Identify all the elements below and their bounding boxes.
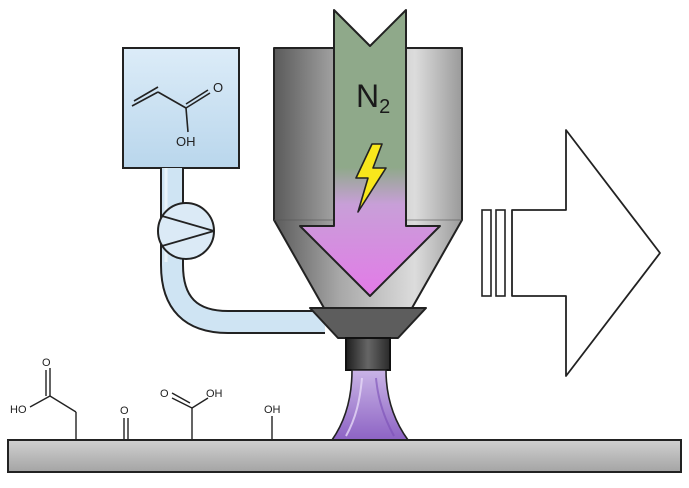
motion-stripes [481, 209, 506, 297]
surface-group-2 [123, 418, 129, 440]
surface-group-2-oxygen: O [120, 405, 129, 417]
svg-text:N2: N2 [356, 78, 390, 118]
monomer-reservoir: O OH [122, 47, 240, 169]
monomer-oxygen-label: O [213, 80, 223, 95]
pump-icon [157, 202, 215, 260]
plasma-jet [331, 369, 409, 441]
gas-label: N2 [356, 78, 390, 118]
surface-group-4-hydroxyl: OH [264, 404, 281, 416]
surface-group-1-hydroxyl: HO [10, 404, 27, 416]
substrate [7, 439, 682, 473]
surface-group-1 [29, 368, 77, 440]
right-arrow-icon [511, 129, 661, 377]
surface-group-3 [171, 392, 209, 440]
surface-group-3-oxygen: O [160, 388, 169, 400]
surface-group-3-hydroxyl: OH [206, 388, 223, 400]
gas-symbol: N [356, 78, 379, 114]
monomer-hydroxyl-label: OH [176, 134, 196, 149]
lightning-bolt-icon [355, 143, 387, 213]
gas-subscript: 2 [379, 96, 390, 118]
acrylic-acid-structure [131, 86, 211, 133]
surface-group-1-oxygen: O [42, 357, 51, 369]
